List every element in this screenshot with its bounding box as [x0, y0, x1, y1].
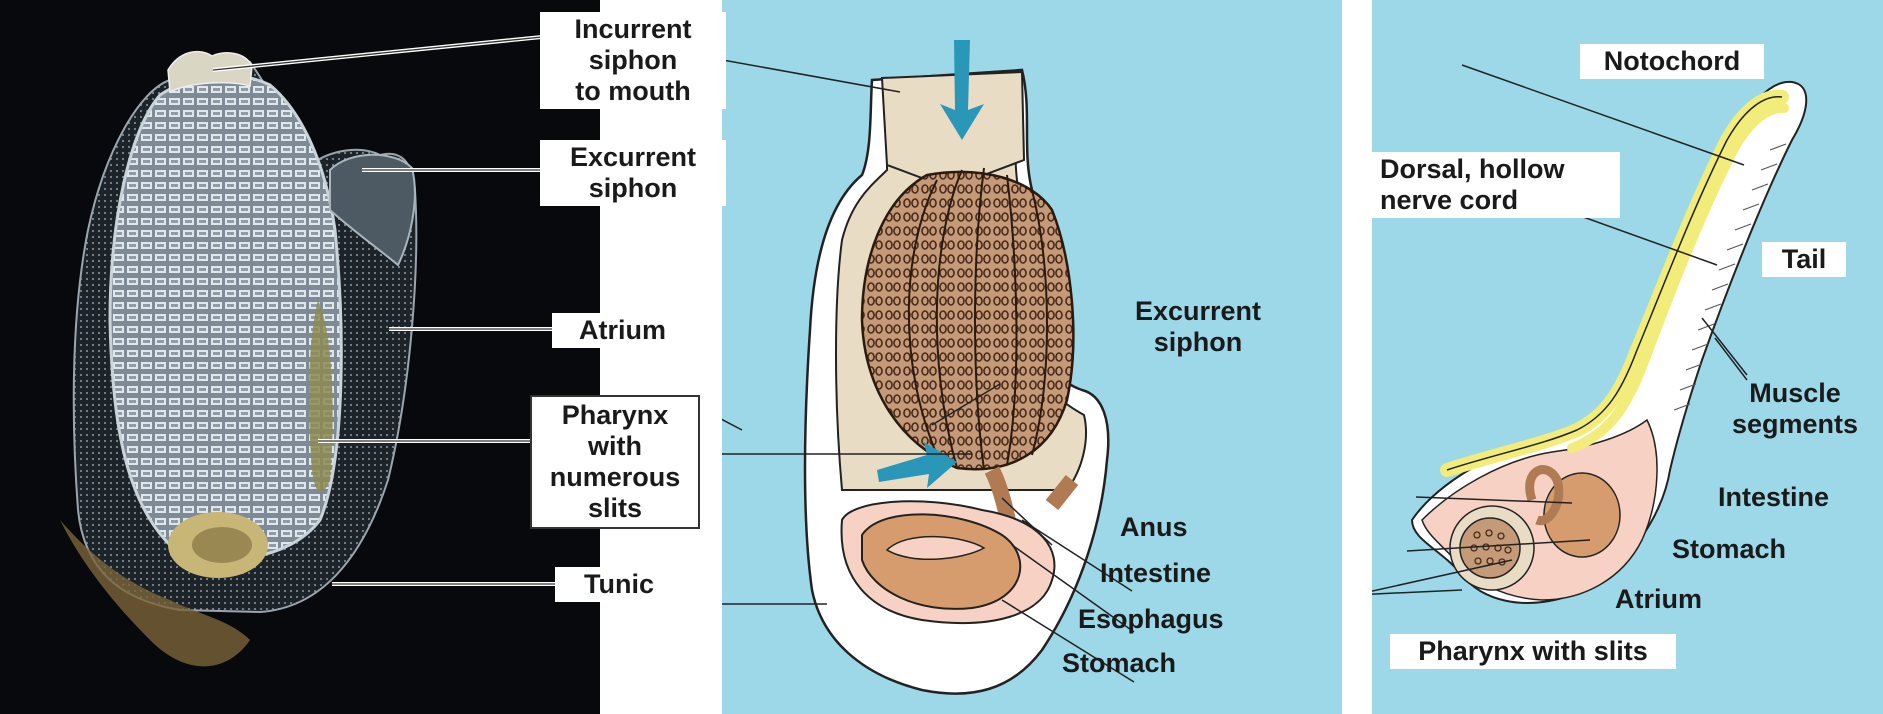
label-notochord: Notochord [1580, 44, 1764, 79]
label-muscle-segments: Muscle segments [1725, 378, 1865, 440]
label-pharynx-larva: Pharynx with slits [1390, 634, 1676, 669]
label-intestine-larva: Intestine [1718, 482, 1868, 513]
label-excurrent-siphon-photo: Excurrent siphon [540, 140, 726, 206]
label-nerve-cord: Dorsal, hollow nerve cord [1372, 152, 1620, 218]
label-incurrent-siphon: Incurrent siphon to mouth [540, 12, 726, 109]
label-atrium-photo: Atrium [552, 313, 693, 348]
label-excurrent-siphon-adult: Excurrent siphon [1118, 296, 1278, 358]
label-stomach-adult: Stomach [1062, 648, 1222, 679]
label-pharynx-photo: Pharynx with numerous slits [530, 395, 700, 529]
label-tunic-photo: Tunic [555, 567, 683, 602]
label-esophagus: Esophagus [1078, 604, 1258, 635]
label-anus: Anus [1120, 512, 1240, 543]
photo-pharynx-basket [110, 75, 341, 558]
tunicate-photo [0, 0, 600, 714]
label-stomach-larva: Stomach [1672, 534, 1822, 565]
tunicate-photo-panel [0, 0, 600, 714]
label-tail: Tail [1762, 242, 1846, 277]
label-intestine-adult: Intestine [1100, 558, 1260, 589]
label-atrium-larva: Atrium [1615, 584, 1745, 615]
